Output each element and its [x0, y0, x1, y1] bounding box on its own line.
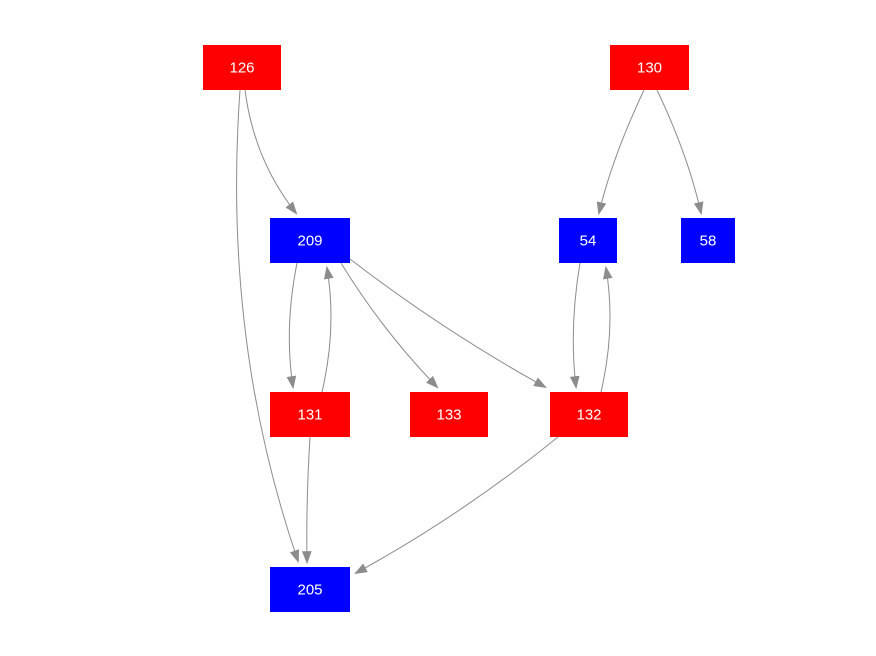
graph-node-130: 130 [610, 45, 689, 90]
edge-131-209 [321, 265, 334, 393]
graph-node-131: 131 [270, 392, 350, 437]
edge-126-205 [236, 89, 300, 564]
node-label-133: 133 [436, 406, 461, 423]
edge-132-205 [354, 436, 559, 575]
graph-node-205: 205 [270, 567, 350, 612]
node-box-130 [610, 45, 689, 90]
graph-node-54: 54 [559, 218, 617, 263]
node-label-54: 54 [580, 232, 597, 249]
node-box-131 [270, 392, 350, 437]
node-box-205 [270, 567, 350, 612]
node-label-58: 58 [700, 232, 717, 249]
edge-130-58 [656, 89, 704, 216]
node-label-205: 205 [297, 581, 322, 598]
graph-node-209: 209 [270, 218, 350, 263]
node-box-132 [550, 392, 628, 437]
node-box-54 [559, 218, 617, 263]
node-label-130: 130 [637, 59, 662, 76]
node-box-133 [410, 392, 488, 437]
edge-209-133 [340, 262, 439, 389]
edge-54-132 [569, 262, 581, 390]
node-box-209 [270, 218, 350, 263]
node-label-131: 131 [297, 406, 322, 423]
node-box-58 [681, 218, 735, 263]
edge-132-54 [600, 265, 613, 393]
node-box-126 [203, 45, 281, 90]
edge-131-205 [301, 436, 312, 565]
edge-130-54 [596, 89, 645, 216]
graph-node-133: 133 [410, 392, 488, 437]
edge-209-132 [349, 258, 547, 389]
edge-209-131 [286, 262, 298, 390]
edge-126-209 [244, 89, 298, 215]
graph-node-58: 58 [681, 218, 735, 263]
node-label-209: 209 [297, 232, 322, 249]
node-label-132: 132 [576, 406, 601, 423]
graph-node-126: 126 [203, 45, 281, 90]
node-label-126: 126 [229, 59, 254, 76]
graph-node-132: 132 [550, 392, 628, 437]
